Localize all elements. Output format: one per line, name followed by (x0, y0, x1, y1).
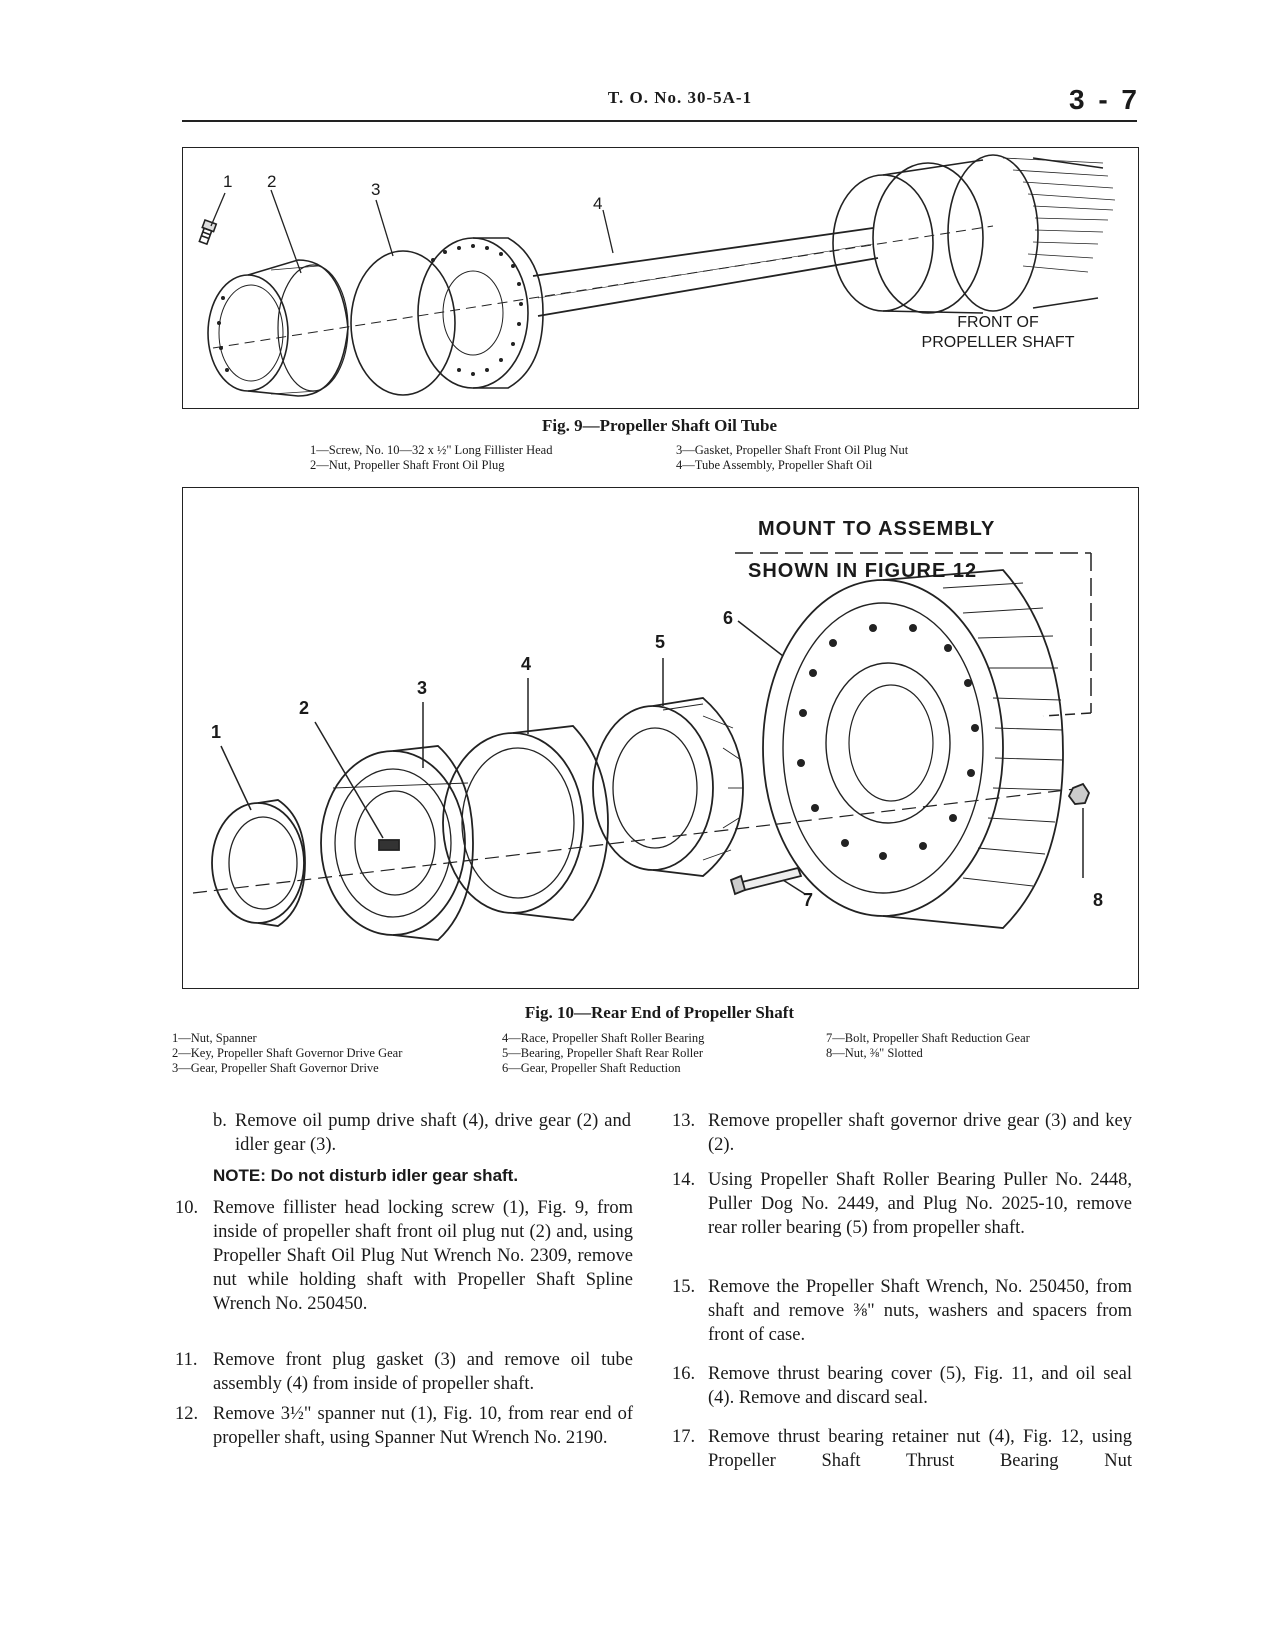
legend-item: 3—Gasket, Propeller Shaft Front Oil Plug… (676, 443, 909, 457)
legend-item: 2—Key, Propeller Shaft Governor Drive Ge… (172, 1046, 403, 1060)
step-12: 12. Remove 3½" spanner nut (1), Fig. 10,… (175, 1402, 633, 1476)
legend-item: 7—Bolt, Propeller Shaft Reduction Gear (826, 1031, 1030, 1045)
legend-item: 4—Tube Assembly, Propeller Shaft Oil (676, 458, 873, 472)
page-number: 3 - 7 (1068, 84, 1140, 115)
mount-to-assembly-line1: MOUNT TO ASSEMBLY (758, 518, 996, 540)
figure-10-callout-5: 5 (655, 632, 666, 652)
legend-item: 6—Gear, Propeller Shaft Reduction (502, 1061, 681, 1075)
step-text: Remove fillister head locking screw (1),… (213, 1198, 633, 1314)
step-11: 11. Remove front plug gasket (3) and rem… (175, 1348, 633, 1398)
legend-item: 3—Gear, Propeller Shaft Governor Drive (172, 1061, 379, 1075)
step-text: Remove 3½" spanner nut (1), Fig. 10, fro… (213, 1404, 633, 1448)
step-label: b. (213, 1111, 227, 1131)
step-13: 13. Remove propeller shaft governor driv… (672, 1109, 1132, 1159)
figure-10-callout-8: 8 (1093, 890, 1104, 910)
step-text: Remove the Propeller Shaft Wrench, No. 2… (708, 1277, 1132, 1345)
figure-9-callout-4: 4 (593, 194, 603, 213)
front-of-label-line1: FRONT OF (957, 314, 1039, 331)
step-number: 17. (672, 1427, 696, 1447)
technical-order-number: T. O. No. 30-5A-1 (607, 88, 753, 107)
figure-10-callout-6: 6 (723, 608, 734, 628)
figure-10-legend-col1: 1—Nut, Spanner 2—Key, Propeller Shaft Go… (172, 1031, 402, 1076)
figure-10-legend-col3: 7—Bolt, Propeller Shaft Reduction Gear 8… (826, 1031, 1030, 1061)
figure-10-callout-7: 7 (803, 890, 814, 910)
step-b: b. Remove oil pump drive shaft (4), driv… (213, 1109, 633, 1159)
rear-end-propeller-shaft-illustration (192, 552, 1092, 941)
figure-10-callout-4: 4 (521, 654, 532, 674)
step-14: 14. Using Propeller Shaft Roller Bearing… (672, 1168, 1132, 1268)
figure-9-callout-1: 1 (223, 172, 233, 191)
step-number: 15. (672, 1277, 696, 1297)
step-text: Using Propeller Shaft Roller Bearing Pul… (708, 1170, 1132, 1238)
legend-item: 1—Screw, No. 10—32 x ½" Long Fillister H… (310, 443, 553, 457)
note: NOTE: Do not disturb idler gear shaft. (213, 1166, 519, 1185)
propeller-shaft-oil-tube-illustration (198, 154, 1116, 397)
figure-9-callout-2: 2 (267, 172, 277, 191)
step-text: Remove oil pump drive shaft (4), drive g… (235, 1111, 631, 1155)
step-number: 11. (175, 1350, 198, 1370)
legend-item: 5—Bearing, Propeller Shaft Rear Roller (502, 1046, 703, 1060)
step-text: Remove front plug gasket (3) and remove … (213, 1350, 633, 1394)
figure-9-frame: 1 2 3 4 FRONT OF PROPELLER SHAFT (182, 147, 1139, 409)
step-15: 15. Remove the Propeller Shaft Wrench, N… (672, 1275, 1132, 1351)
figure-10-legend-col2: 4—Race, Propeller Shaft Roller Bearing 5… (502, 1031, 704, 1076)
mount-to-assembly-line2: SHOWN IN FIGURE 12 (748, 560, 978, 582)
step-number: 10. (175, 1198, 199, 1218)
legend-item: 4—Race, Propeller Shaft Roller Bearing (502, 1031, 705, 1045)
step-text: Remove thrust bearing retainer nut (4), … (708, 1427, 1132, 1471)
propeller-shaft-label-line2: PROPELLER SHAFT (921, 334, 1075, 351)
step-number: 13. (672, 1111, 696, 1131)
legend-item: 1—Nut, Spanner (172, 1031, 257, 1045)
step-17: 17. Remove thrust bearing retainer nut (… (672, 1425, 1132, 1475)
figure-9-callout-3: 3 (371, 180, 381, 199)
legend-item: 2—Nut, Propeller Shaft Front Oil Plug (310, 458, 505, 472)
figure-9-legend-right: 3—Gasket, Propeller Shaft Front Oil Plug… (676, 443, 908, 473)
figure-10-frame: MOUNT TO ASSEMBLY SHOWN IN FIGURE 12 1 2… (182, 487, 1139, 989)
figure-9-caption: Fig. 9—Propeller Shaft Oil Tube (541, 416, 778, 435)
step-number: 16. (672, 1364, 696, 1384)
legend-item: 8—Nut, ⅜" Slotted (826, 1046, 923, 1060)
step-text: Remove propeller shaft governor drive ge… (708, 1111, 1132, 1155)
step-number: 14. (672, 1170, 696, 1190)
figure-9-legend-left: 1—Screw, No. 10—32 x ½" Long Fillister H… (310, 443, 552, 473)
figure-10-callout-3: 3 (417, 678, 428, 698)
step-text: Remove thrust bearing cover (5), Fig. 11… (708, 1364, 1132, 1408)
figure-10-caption: Fig. 10—Rear End of Propeller Shaft (524, 1003, 795, 1022)
figure-10-callout-2: 2 (299, 698, 310, 718)
figure-10-callout-1: 1 (211, 722, 222, 742)
step-10: 10. Remove fillister head locking screw … (175, 1196, 633, 1346)
step-number: 12. (175, 1404, 199, 1424)
header-rule (182, 120, 1137, 122)
step-16: 16. Remove thrust bearing cover (5), Fig… (672, 1362, 1132, 1412)
